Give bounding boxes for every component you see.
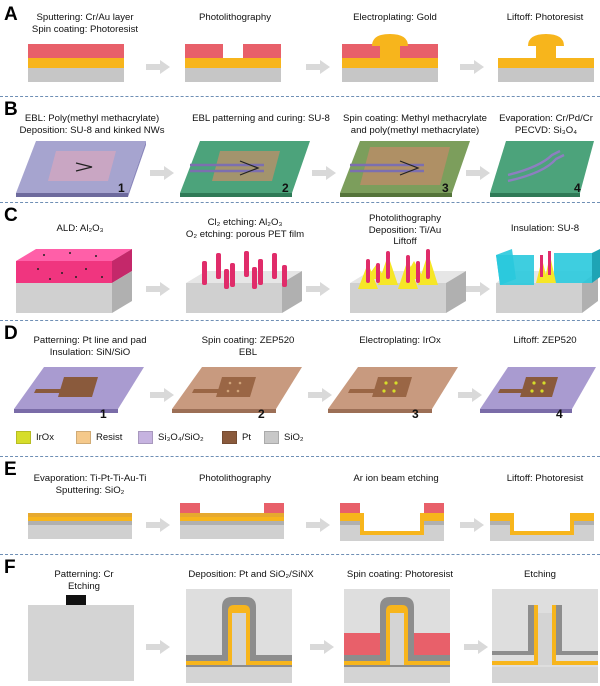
step-number: 3 xyxy=(442,181,449,195)
diagram-step-a4 xyxy=(498,34,594,82)
step-number: 2 xyxy=(258,407,265,421)
panel-letter: C xyxy=(4,205,18,226)
diagram-step-e4 xyxy=(490,513,594,541)
diagram-step-d2 xyxy=(172,367,302,413)
legend-item: Pt xyxy=(222,431,251,444)
diagram-step-a1 xyxy=(28,44,124,82)
diagram-step-b2 xyxy=(180,141,310,197)
diagram-step-d4 xyxy=(480,367,596,413)
legend-swatch xyxy=(264,431,279,444)
panel-b: B EBL: Poly(methyl methacrylate) Deposit… xyxy=(0,97,600,201)
step-caption: Deposition: Pt and SiO₂/SiNX xyxy=(188,569,314,580)
legend-item: Resist xyxy=(76,431,122,444)
panel-separator xyxy=(0,554,600,555)
step-caption: Photolithography xyxy=(198,12,271,23)
diagram-step-b3 xyxy=(340,141,470,197)
legend-label: Resist xyxy=(96,432,123,443)
legend-swatch xyxy=(16,431,31,444)
step-caption: EBL: Poly(methyl methacrylate) Depositio… xyxy=(19,113,165,136)
step-caption: ALD: Al₂O₃ xyxy=(56,223,104,234)
diagram-step-c1 xyxy=(16,249,132,313)
legend-label: Si₃O₄/SiO₂ xyxy=(158,432,204,443)
panel-letter: F xyxy=(4,557,16,578)
diagram-step-e3 xyxy=(340,503,444,541)
panel-separator xyxy=(0,320,600,321)
diagram-step-d1 xyxy=(14,367,144,413)
step-number: 1 xyxy=(118,181,125,195)
step-caption: EBL patterning and curing: SU-8 xyxy=(192,113,330,124)
step-caption: Electroplating: IrOx xyxy=(359,335,441,346)
panel-e: E Evaporation: Ti-Pt-Ti-Au-Ti Sputtering… xyxy=(0,457,600,553)
step-caption: Evaporation: Ti-Pt-Ti-Au-Ti Sputtering: … xyxy=(33,473,147,496)
diagram-step-f3 xyxy=(344,589,450,683)
legend-label: SiO₂ xyxy=(284,432,304,443)
diagram-step-e1 xyxy=(28,513,132,539)
diagram-step-b4 xyxy=(490,141,594,197)
legend-item: IrOx xyxy=(16,431,54,444)
step-number: 3 xyxy=(412,407,419,421)
step-number: 4 xyxy=(574,181,581,195)
step-number: 1 xyxy=(100,407,107,421)
step-caption: Spin coating: Methyl methacrylate and po… xyxy=(343,113,487,136)
diagram-step-c3-pillars xyxy=(358,249,438,289)
panel-a: A Sputtering: Cr/Au layer Spin coating: … xyxy=(0,0,600,96)
panel-separator xyxy=(0,96,600,97)
panel-letter: E xyxy=(4,459,17,480)
step-caption: Patterning: Cr Etching xyxy=(54,569,114,592)
diagram-step-c2 xyxy=(186,271,302,313)
step-caption: Liftoff: Photoresist xyxy=(506,473,584,484)
legend-swatch xyxy=(222,431,237,444)
step-caption: Liftoff: Photoresist xyxy=(506,12,584,23)
step-caption: Spin coating: ZEP520 EBL xyxy=(201,335,295,358)
legend-item: SiO₂ xyxy=(264,431,304,444)
step-caption: Etching xyxy=(524,569,556,580)
step-caption: Photolithography xyxy=(198,473,271,484)
diagram-step-c2-pillars xyxy=(202,251,287,289)
step-caption: Insulation: SU-8 xyxy=(510,223,580,234)
legend-label: IrOx xyxy=(36,432,54,443)
legend-item: Si₃O₄/SiO₂ xyxy=(138,431,204,444)
step-caption: Electroplating: Gold xyxy=(353,12,437,23)
step-number: 4 xyxy=(556,407,563,421)
step-caption: Evaporation: Cr/Pd/Cr PECVD: Si₃O₄ xyxy=(499,113,593,136)
diagram-step-b1 xyxy=(16,141,146,197)
step-caption: Sputtering: Cr/Au layer Spin coating: Ph… xyxy=(31,12,139,35)
diagram-step-c4 xyxy=(496,249,600,313)
panel-separator xyxy=(0,202,600,203)
legend-label: Pt xyxy=(242,432,251,443)
arrow-icon xyxy=(146,60,490,654)
step-caption: Cl₂ etching: Al₂O₃ O₂ etching: porous PE… xyxy=(185,217,305,240)
step-caption: Liftoff: ZEP520 xyxy=(513,335,577,346)
diagram-step-d3 xyxy=(328,367,458,413)
legend-swatch xyxy=(76,431,91,444)
panel-f: F Patterning: Cr Etching Deposition: Pt … xyxy=(0,555,600,686)
panel-d: D Patterning: Pt line and pad Insulation… xyxy=(0,321,600,455)
step-caption: Photolithography Deposition: Ti/Au Lifto… xyxy=(368,213,442,247)
panel-letter: D xyxy=(4,323,18,344)
step-number: 2 xyxy=(282,181,289,195)
panel-letter: A xyxy=(4,4,18,25)
diagram-step-f2 xyxy=(186,589,292,683)
diagram-step-a3 xyxy=(342,34,438,82)
panel-separator xyxy=(0,456,600,457)
panel-letter: B xyxy=(4,99,18,120)
step-caption: Ar ion beam etching xyxy=(353,473,439,484)
panel-c: C ALD: Al₂O₃ Cl₂ etching: Al₂O₃ O₂ etchi… xyxy=(0,203,600,319)
diagram-step-e2 xyxy=(180,503,284,539)
step-caption: Patterning: Pt line and pad Insulation: … xyxy=(33,335,147,358)
legend-swatch xyxy=(138,431,153,444)
diagram-step-a2 xyxy=(185,44,281,82)
diagram-step-f1 xyxy=(28,595,134,681)
diagram-step-f4 xyxy=(492,589,598,683)
step-caption: Spin coating: Photoresist xyxy=(346,569,454,580)
